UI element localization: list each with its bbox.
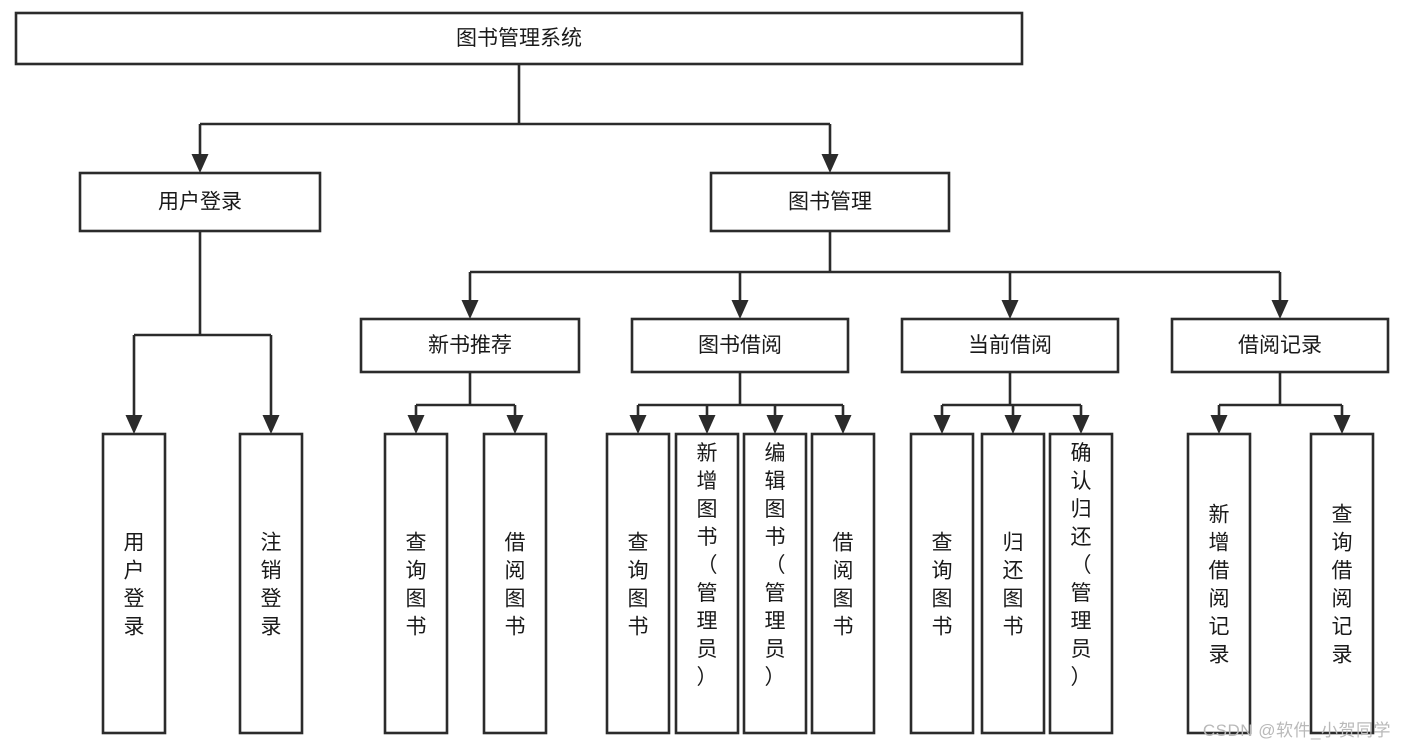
new-book-recommend-arrow-1 (506, 415, 524, 434)
book-manage-arrow-2 (1001, 300, 1019, 319)
node-leaf-borrow-book-2[interactable]: 借阅图书 (810, 432, 876, 735)
node-leaf-query-record[interactable]: 查询借阅记录 (1309, 432, 1375, 735)
node-current-borrow[interactable]: 当前借阅 (900, 317, 1120, 374)
node-current-borrow-rect (900, 317, 1120, 374)
node-leaf-edit-book-rect (742, 432, 808, 735)
node-new-book-recommend[interactable]: 新书推荐 (359, 317, 581, 374)
node-leaf-logout-label: 注销登录 (261, 532, 282, 639)
node-leaf-add-book[interactable]: 新增图书（管理员） (674, 432, 740, 735)
node-leaf-add-book-label: 新增图书（管理员） (697, 442, 718, 689)
node-book-borrow-label: 图书借阅 (698, 334, 782, 357)
node-leaf-query-book-1-label: 查询图书 (406, 532, 427, 639)
node-leaf-borrow-book-2-rect (810, 432, 876, 735)
node-leaf-query-book-1-rect (383, 432, 449, 735)
book-manage-arrow-0 (461, 300, 479, 319)
node-borrow-record-rect (1170, 317, 1390, 374)
node-leaf-borrow-book-1-rect (482, 432, 548, 735)
node-leaf-logout[interactable]: 注销登录 (238, 432, 304, 735)
node-book-borrow[interactable]: 图书借阅 (630, 317, 850, 374)
node-book-manage-rect (709, 171, 951, 233)
root-arrow-1 (821, 154, 839, 173)
node-root-rect (14, 11, 1024, 66)
node-leaf-confirm-return[interactable]: 确认归还（管理员） (1048, 432, 1114, 735)
book-borrow-arrow-2 (766, 415, 784, 434)
node-current-borrow-label: 当前借阅 (968, 334, 1052, 357)
node-book-borrow-rect (630, 317, 850, 374)
node-leaf-borrow-book-1-label: 借阅图书 (505, 532, 526, 639)
node-leaf-edit-book-label: 编辑图书（管理员） (765, 442, 786, 689)
node-user-login[interactable]: 用户登录 (78, 171, 322, 233)
node-root[interactable]: 图书管理系统 (14, 11, 1024, 66)
node-root-label: 图书管理系统 (456, 27, 582, 50)
borrow-record-arrow-0 (1210, 415, 1228, 434)
node-leaf-add-book-rect (674, 432, 740, 735)
node-leaf-add-record[interactable]: 新增借阅记录 (1186, 432, 1252, 735)
new-book-recommend-arrow-0 (407, 415, 425, 434)
node-leaf-query-book-3-label: 查询图书 (932, 532, 953, 639)
user-login-arrow-1 (262, 415, 280, 434)
node-leaf-query-book-2[interactable]: 查询图书 (605, 432, 671, 735)
book-borrow-arrow-3 (834, 415, 852, 434)
node-leaf-borrow-book-1[interactable]: 借阅图书 (482, 432, 548, 735)
node-new-book-recommend-rect (359, 317, 581, 374)
node-leaf-user-login-rect (101, 432, 167, 735)
node-leaf-query-book-1[interactable]: 查询图书 (383, 432, 449, 735)
node-leaf-query-book-3-rect (909, 432, 975, 735)
borrow-record-arrow-1 (1333, 415, 1351, 434)
node-leaf-return-book[interactable]: 归还图书 (980, 432, 1046, 735)
node-user-login-rect (78, 171, 322, 233)
node-leaf-query-book-3[interactable]: 查询图书 (909, 432, 975, 735)
node-leaf-user-login[interactable]: 用户登录 (101, 432, 167, 735)
node-leaf-borrow-book-2-label: 借阅图书 (833, 532, 854, 639)
node-leaf-confirm-return-rect (1048, 432, 1114, 735)
node-user-login-label: 用户登录 (158, 191, 242, 214)
node-new-book-recommend-label: 新书推荐 (428, 334, 512, 357)
node-leaf-user-login-label: 用户登录 (124, 532, 145, 639)
current-borrow-arrow-0 (933, 415, 951, 434)
book-borrow-arrow-0 (629, 415, 647, 434)
node-book-manage[interactable]: 图书管理 (709, 171, 951, 233)
node-leaf-return-book-label: 归还图书 (1003, 532, 1024, 639)
node-leaf-query-record-rect (1309, 432, 1375, 735)
node-leaf-add-record-rect (1186, 432, 1252, 735)
node-borrow-record[interactable]: 借阅记录 (1170, 317, 1390, 374)
node-leaf-return-book-rect (980, 432, 1046, 735)
node-borrow-record-label: 借阅记录 (1238, 334, 1322, 357)
node-leaf-query-book-2-rect (605, 432, 671, 735)
current-borrow-arrow-2 (1072, 415, 1090, 434)
book-manage-arrow-3 (1271, 300, 1289, 319)
current-borrow-arrow-1 (1004, 415, 1022, 434)
book-borrow-arrow-1 (698, 415, 716, 434)
node-leaf-add-record-label: 新增借阅记录 (1209, 504, 1230, 667)
node-leaf-logout-rect (238, 432, 304, 735)
root-arrow-0 (191, 154, 209, 173)
node-book-manage-label: 图书管理 (788, 191, 872, 214)
node-leaf-query-record-label: 查询借阅记录 (1332, 504, 1353, 667)
node-leaf-query-book-2-label: 查询图书 (628, 532, 649, 639)
node-leaf-edit-book[interactable]: 编辑图书（管理员） (742, 432, 808, 735)
node-leaf-confirm-return-label: 确认归还（管理员） (1071, 442, 1092, 689)
user-login-arrow-0 (125, 415, 143, 434)
book-manage-arrow-1 (731, 300, 749, 319)
